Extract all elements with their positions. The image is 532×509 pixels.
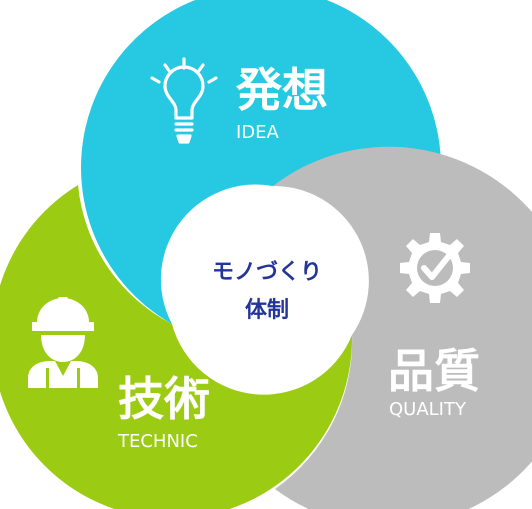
- center-label-line1: モノづくり: [212, 260, 322, 285]
- quality-segment: [273, 146, 532, 509]
- quality-subtitle: QUALITY: [389, 399, 467, 420]
- center-label-line2: 体制: [245, 298, 289, 323]
- worker-helmet-icon: [28, 297, 98, 388]
- gear-check-icon: [400, 233, 470, 303]
- quality-title: 品質: [388, 344, 480, 398]
- technic-segment: [0, 185, 353, 509]
- idea-subtitle: IDEA: [236, 122, 280, 143]
- technic-subtitle: TECHNIC: [117, 431, 198, 452]
- idea-segment: [81, 0, 442, 324]
- lightbulb-icon: [150, 57, 218, 144]
- idea-title: 発想: [236, 63, 328, 117]
- technic-title: 技術: [118, 372, 210, 426]
